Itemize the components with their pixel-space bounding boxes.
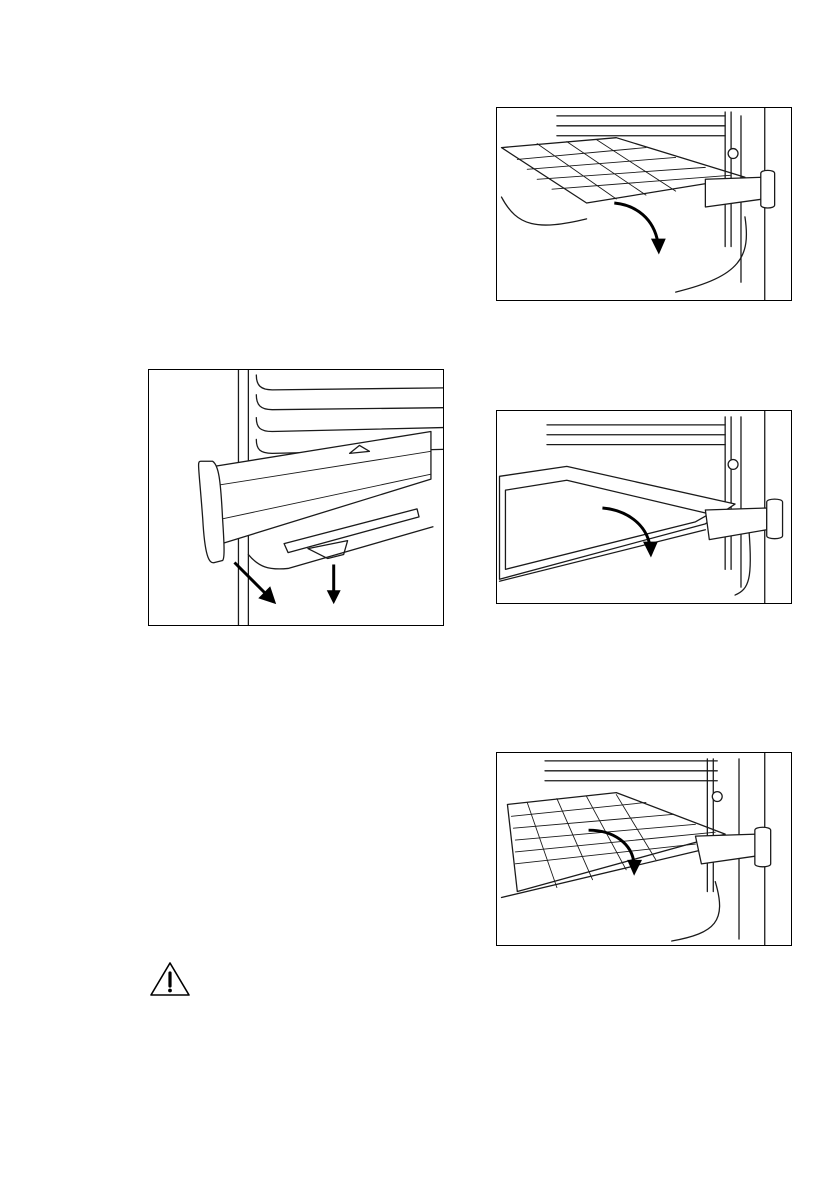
warning-exclamation-dot (168, 989, 172, 993)
press-arrow-head (327, 590, 341, 604)
wire-shelf-bars (511, 802, 715, 863)
runner-rail (695, 834, 756, 864)
wire-shelf-bars (517, 148, 730, 190)
deep-tray-drawing (497, 411, 791, 603)
insert-arrow-head (643, 542, 658, 558)
runner-end-cap (761, 170, 775, 208)
oven-curve (672, 882, 720, 941)
runner-knob (728, 149, 738, 159)
pull-arrow-line (234, 562, 266, 594)
warning-triangle-icon (149, 961, 191, 998)
insert-arrow-head (627, 860, 642, 876)
runner-end-cap (755, 827, 771, 867)
runner-rail (705, 508, 766, 540)
wire-shelf-on-runner-illustration (496, 752, 792, 946)
telescopic-runner-drawing (149, 370, 443, 625)
insert-arrow-head (651, 239, 666, 255)
shelf-rib (256, 418, 443, 432)
telescopic-runner-illustration (148, 369, 444, 626)
shelf-rib (256, 395, 443, 410)
insert-arrow-line (614, 203, 658, 243)
shelf-front-edge (501, 850, 701, 898)
runner-knob (712, 792, 722, 802)
runner-body (209, 432, 431, 545)
runner-knob (728, 459, 738, 469)
wire-shelf-drawing (497, 108, 791, 300)
runner-rail (705, 177, 762, 207)
oven-curve (676, 217, 747, 292)
insert-arrow-line (589, 830, 635, 864)
runner-end-cap (767, 499, 783, 539)
deep-tray-illustration (496, 410, 792, 604)
shelf-edge (501, 197, 586, 225)
wire-shelf-illustration (496, 107, 792, 301)
shelf-rib (256, 375, 443, 390)
wire-shelf-bars (537, 140, 676, 199)
wire-shelf-on-runner-drawing (497, 753, 791, 945)
oven-curve (735, 530, 750, 595)
